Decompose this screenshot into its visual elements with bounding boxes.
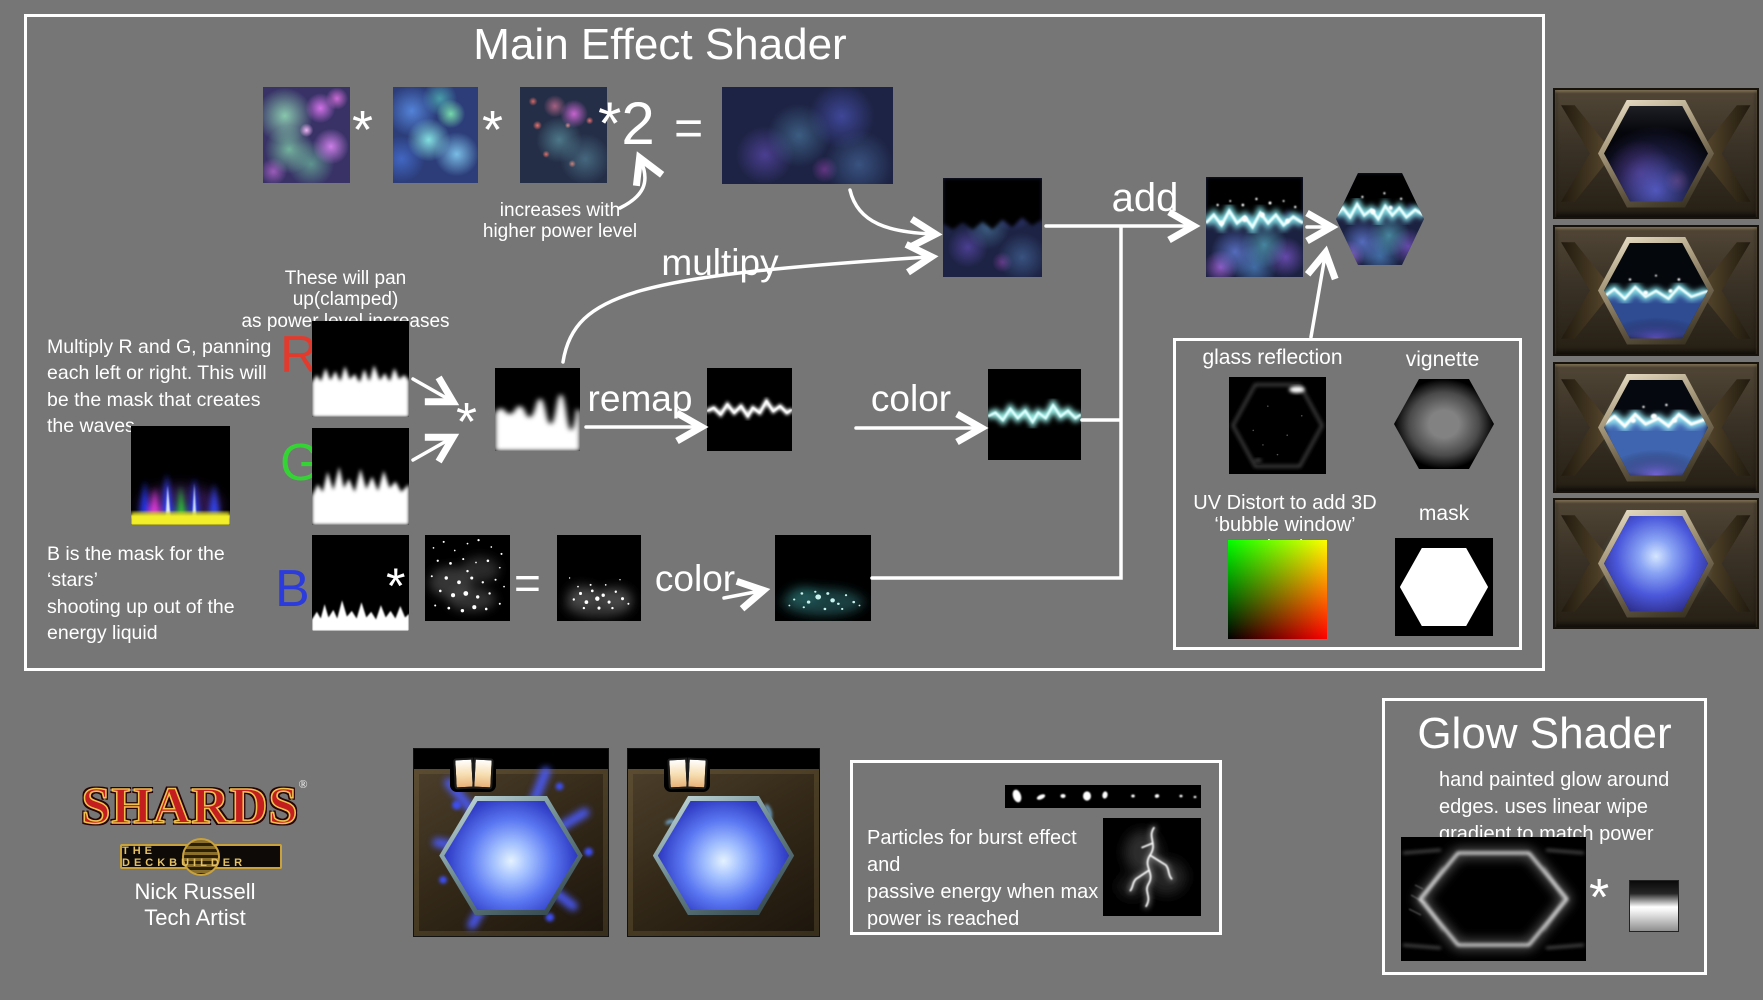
ingame-screenshot-burst <box>413 748 609 937</box>
gem-rim <box>439 795 583 916</box>
glow-hexagon-texture <box>1401 837 1586 961</box>
times-two-operator: *2 <box>598 90 655 157</box>
hex-window-rim <box>1598 99 1714 208</box>
hex-window-gem-level3 <box>1604 379 1708 476</box>
book-icon <box>664 752 710 792</box>
colored-wave-texture <box>988 369 1081 460</box>
book-page-right <box>686 757 708 790</box>
b-wave-mask-texture <box>312 535 409 631</box>
particles-note: Particles for burst effect and passive e… <box>867 827 1099 930</box>
star-noise-texture <box>425 535 510 621</box>
equals-b: = <box>514 557 541 609</box>
rg-note: Multiply R and G, panning each left or r… <box>47 336 272 437</box>
ingame-screenshot-passive <box>627 748 820 937</box>
colored-stars-texture <box>775 535 871 621</box>
hex-window-rim <box>1598 509 1714 618</box>
shards-logo: SHARDS® <box>70 777 320 836</box>
equals-operator: = <box>674 100 704 156</box>
book-icon <box>450 752 496 792</box>
g-wave-mask-texture <box>312 428 409 525</box>
channel-r-label: R <box>280 326 318 384</box>
energy-gem <box>444 800 578 911</box>
main-effect-shader-box <box>24 14 1545 671</box>
registered-mark: ® <box>298 777 309 791</box>
multiply-operator-2: * <box>482 100 504 160</box>
artist-role: Tech Artist <box>144 905 246 930</box>
remapped-wave-texture <box>707 368 792 451</box>
power-level-panel-2 <box>1553 225 1759 356</box>
power-level-panel-1 <box>1553 88 1759 219</box>
shards-logo-text: SHARDS <box>81 777 299 836</box>
color-label-bottom: color <box>654 558 736 599</box>
add-label: add <box>1111 176 1179 220</box>
book-page-right <box>472 757 494 790</box>
increase-note: increases with higher power level <box>482 200 638 243</box>
mask-texture <box>1395 538 1493 636</box>
hex-window-rim <box>1598 236 1714 345</box>
power-level-panel-3 <box>1553 362 1759 493</box>
glow-shader-box: Glow Shader hand painted glow around edg… <box>1382 698 1707 975</box>
asterisk-rg: * <box>456 392 478 452</box>
combined-noise-result-texture <box>722 87 893 184</box>
banner-emblem <box>182 837 220 876</box>
asterisk-b: * <box>386 558 406 614</box>
mask-hexagon <box>1399 547 1489 627</box>
power-level-panel-4 <box>1553 498 1759 629</box>
artist-name: Nick Russell <box>134 879 256 904</box>
uv-distort-texture <box>1228 540 1327 639</box>
hex-window-gem-level4 <box>1604 515 1708 612</box>
main-title: Main Effect Shader <box>473 20 847 69</box>
noise-texture-1 <box>263 87 350 183</box>
multiplied-texture <box>943 178 1042 277</box>
hex-window-gem-level2 <box>1604 242 1708 339</box>
remap-label: remap <box>587 378 693 419</box>
b-note: B is the mask for the ‘stars’ shooting u… <box>47 543 235 644</box>
r-wave-mask-texture <box>312 321 409 417</box>
hex-window-rim <box>1598 373 1714 482</box>
wave-added-texture <box>1206 177 1303 277</box>
multiply-operator-1: * <box>352 100 374 160</box>
noise-texture-3 <box>520 87 607 183</box>
lightning-texture <box>1103 818 1201 916</box>
linear-wipe-gradient <box>1629 880 1679 932</box>
combined-rg-mask-texture <box>495 368 580 451</box>
hex-window-gem-level1 <box>1604 105 1708 202</box>
vignette-label: vignette <box>1405 348 1480 371</box>
multiply-label: multipy <box>661 242 779 283</box>
mask-label: mask <box>1418 502 1470 525</box>
channel-b-label: B <box>275 560 310 618</box>
particles-box: Particles for burst effect and passive e… <box>850 760 1222 935</box>
masked-stars-texture <box>557 535 641 621</box>
noise-texture-2 <box>393 87 478 183</box>
glass-reflection-texture <box>1229 377 1326 474</box>
color-label-top: color <box>870 378 952 419</box>
deckbuilder-banner: THE DECKBUILDER <box>120 837 282 876</box>
glass-reflection-label: glass reflection <box>1202 346 1343 369</box>
energy-gem <box>657 800 790 911</box>
colored-mask-preview-texture <box>131 426 230 525</box>
gem-rim <box>652 795 795 916</box>
glass-reflection-box <box>1173 338 1522 650</box>
deckbuilder-banner-text: THE DECKBUILDER <box>122 844 247 869</box>
glow-shader-title: Glow Shader <box>1417 709 1672 758</box>
glow-asterisk: * <box>1589 869 1610 927</box>
particle-sprite-strip <box>1005 785 1201 808</box>
